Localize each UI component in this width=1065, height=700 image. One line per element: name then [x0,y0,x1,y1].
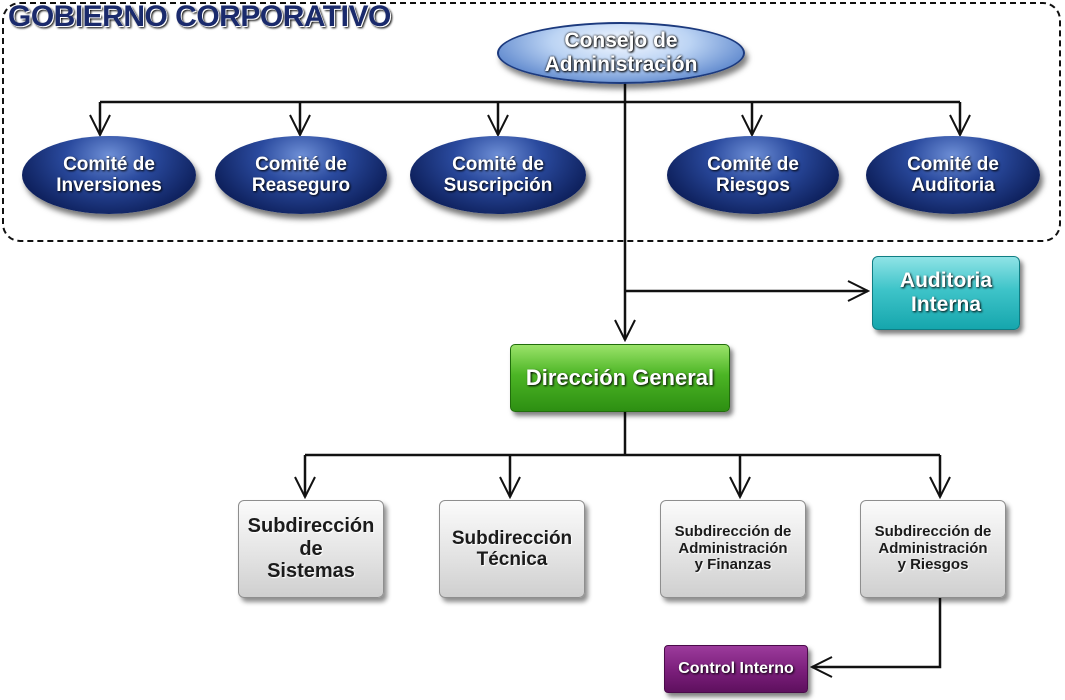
subdirection-line: Administración [678,539,788,557]
subdirection-line: Administración [878,539,988,557]
committee-line1: Comité de [63,153,155,175]
committee-suscripcion: Comité de Suscripción [410,136,586,214]
board-line2: Administración [544,53,698,76]
general-direction-node: Dirección General [510,344,730,412]
committee-line1: Comité de [707,153,799,175]
committee-auditoria: Comité de Auditoria [866,136,1040,214]
committee-line2: Reaseguro [251,175,351,196]
subdirection-line: Subdirección [247,515,375,538]
subdirection-line: de [299,537,323,560]
board-node: Consejo de Administración [497,22,745,84]
arrow-to-control-interno [812,598,942,667]
internal-audit-node: Auditoria Interna [872,256,1020,330]
committee-riesgos: Comité de Riesgos [667,136,839,214]
board-line1: Consejo de [564,29,678,53]
subdirection-sistemas: Subdirección de Sistemas [238,500,384,598]
committee-inversiones: Comité de Inversiones [22,136,196,214]
subdirection-line: Subdirección de [674,522,792,540]
subdirection-administracion-riesgos: Subdirección de Administración y Riesgos [860,500,1006,598]
subdirection-line: Sistemas [267,560,355,583]
internal-audit-line2: Interna [910,293,981,316]
committee-line1: Comité de [907,153,999,175]
committee-line2: Riesgos [716,175,790,196]
subdirection-line: Subdirección [451,527,573,549]
subdirection-line: y Riesgos [897,556,969,574]
subdirection-tecnica: Subdirección Técnica [439,500,585,598]
internal-audit-line1: Auditoria [899,269,993,293]
committee-line2: Auditoria [911,175,995,196]
diagram-title: GOBIERNO CORPORATIVO [8,0,391,33]
committee-line2: Inversiones [56,175,162,196]
subdirection-line: y Finanzas [694,556,772,574]
internal-control-label: Control Interno [678,660,794,678]
internal-control-node: Control Interno [664,645,808,693]
corporate-governance-frame [2,2,1061,242]
subdirection-line: Subdirección de [874,522,992,540]
committee-line1: Comité de [452,153,544,175]
committee-line2: Suscripción [443,175,553,196]
general-direction-label: Dirección General [525,364,715,390]
subdirection-administracion-finanzas: Subdirección de Administración y Finanza… [660,500,806,598]
committee-reaseguro: Comité de Reaseguro [215,136,387,214]
committee-line1: Comité de [255,153,347,175]
subdirection-line: Técnica [476,549,548,570]
